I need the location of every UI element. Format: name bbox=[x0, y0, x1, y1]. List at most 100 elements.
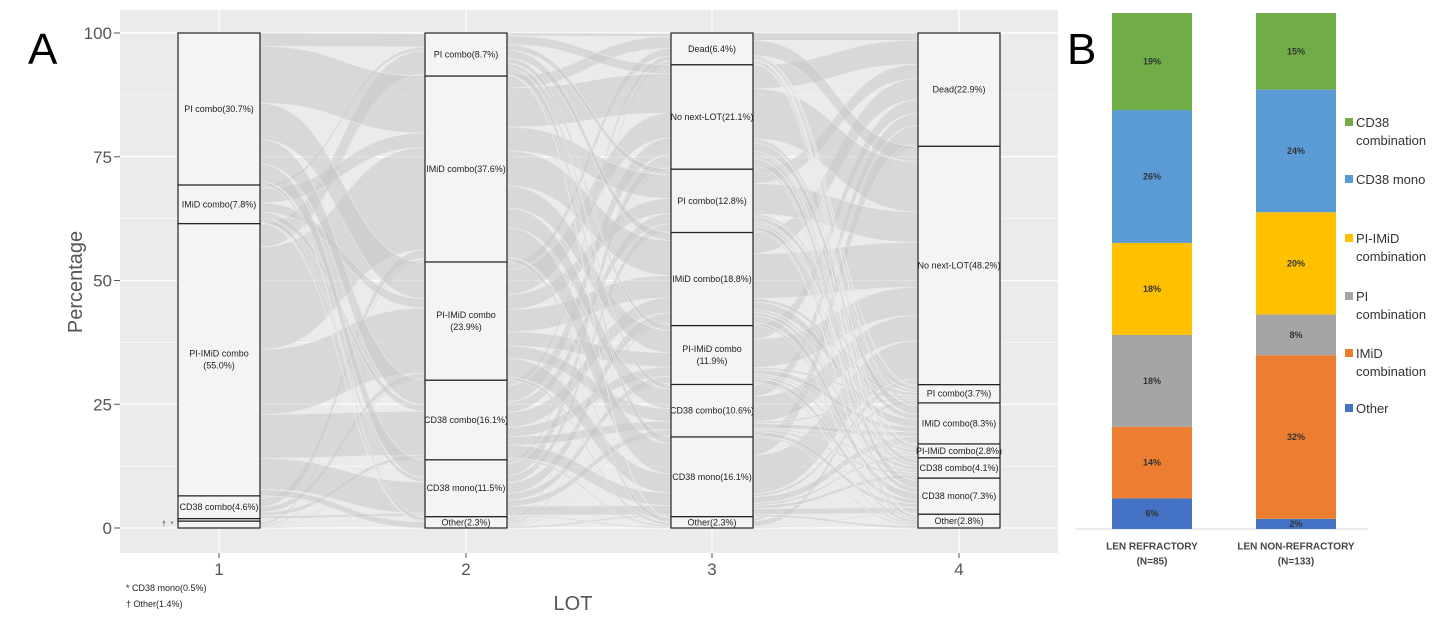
bar-stack: 6% 14% 18% 18% 26% 19% LEN REFRACTORY(N=85) bbox=[1106, 13, 1198, 568]
bar-segment bbox=[1256, 89, 1336, 213]
legend-swatch bbox=[1345, 292, 1353, 300]
segment-box bbox=[424, 261, 508, 381]
flow-ribbon bbox=[506, 32, 672, 37]
bar-segment bbox=[1112, 498, 1192, 529]
legend-label: Other bbox=[1356, 401, 1389, 416]
bar-data-label: 24% bbox=[1287, 146, 1305, 156]
flows bbox=[259, 32, 919, 529]
bar-segment bbox=[1256, 314, 1336, 356]
bar-data-label: 20% bbox=[1287, 258, 1305, 268]
bar-segment bbox=[1112, 13, 1192, 111]
segment-label: Other(2.3%) bbox=[441, 517, 490, 527]
lot-columns: † * CD38 combo(4.6%) PI-IMiD combo(55.0%) IM… bbox=[162, 32, 1002, 529]
lot-column-3: Other(2.3%)CD38 mono(16.1%)CD38 combo(10… bbox=[670, 32, 754, 529]
bar-data-label: 8% bbox=[1289, 330, 1302, 340]
legend-swatch bbox=[1345, 234, 1353, 242]
panel-a-alluvial: † * CD38 combo(4.6%) PI-IMiD combo(55.0%) IM… bbox=[28, 10, 1058, 615]
x-axis-label: LOT bbox=[554, 593, 593, 615]
segment-box bbox=[424, 379, 508, 461]
bar-data-label: 6% bbox=[1145, 509, 1158, 519]
bar-stack: 2%32%8%20%24%15%LEN NON-REFRACTORY(N=133… bbox=[1237, 13, 1355, 568]
x-tick-label: 1 bbox=[214, 560, 223, 579]
segment-box bbox=[670, 231, 754, 327]
segment-box bbox=[424, 459, 508, 518]
segment-marker: † bbox=[162, 521, 166, 528]
segment-box bbox=[424, 75, 508, 263]
y-tick-label: 25 bbox=[93, 395, 112, 414]
segment-box bbox=[670, 436, 754, 518]
flow-ribbon bbox=[752, 32, 919, 41]
segment-label: CD38 combo(4.1%) bbox=[919, 463, 998, 473]
segment-box bbox=[177, 222, 261, 497]
panel-b-stacked-bar: B 6%14%18%18%26%19%LEN REFRACTORY(N=85)2… bbox=[1067, 13, 1426, 568]
segment-marker: * bbox=[171, 521, 174, 528]
bar-data-label: 26% bbox=[1143, 171, 1161, 181]
segment-box bbox=[670, 32, 754, 66]
segment-label: CD38 combo(4.6%) bbox=[179, 502, 258, 512]
segment-label: PI-IMiD combo(55.0%) bbox=[189, 349, 249, 371]
x-category-label: LEN NON-REFRACTORY(N=133) bbox=[1237, 542, 1355, 568]
lot-column-1: †*CD38 combo(4.6%)PI-IMiD combo(55.0%)IM… bbox=[162, 32, 261, 529]
x-tick-label: 4 bbox=[954, 560, 963, 579]
segment-box bbox=[177, 184, 261, 225]
bar-segment bbox=[1256, 13, 1336, 90]
segment-label: CD38 combo(16.1%) bbox=[424, 415, 508, 425]
bar-data-label: 2% bbox=[1289, 519, 1302, 529]
legend-label: CD38 mono bbox=[1356, 172, 1425, 187]
bar-data-label: 14% bbox=[1143, 458, 1161, 468]
segment-label: PI combo(3.7%) bbox=[927, 389, 992, 399]
legend-swatch bbox=[1345, 175, 1353, 183]
segment-label: PI-IMiD combo(2.8%) bbox=[916, 446, 1002, 456]
bar-segment bbox=[1256, 355, 1336, 519]
bar-segment bbox=[1112, 242, 1192, 335]
segment-label: IMiD combo(8.3%) bbox=[922, 418, 997, 428]
bar-data-label: 18% bbox=[1143, 284, 1161, 294]
legend-swatch bbox=[1345, 118, 1353, 126]
segment-label: No next-LOT(48.2%) bbox=[917, 260, 1000, 270]
y-axis-label: Percentage bbox=[65, 231, 87, 333]
segment-box bbox=[917, 145, 1001, 386]
x-category-label: LEN REFRACTORY(N=85) bbox=[1106, 542, 1198, 568]
y-tick-label: 50 bbox=[93, 272, 112, 291]
legend-swatch bbox=[1345, 349, 1353, 357]
segment-box bbox=[424, 32, 508, 77]
y-tick-label: 75 bbox=[93, 148, 112, 167]
segment-label: Other(2.3%) bbox=[687, 517, 736, 527]
panel-label-a: A bbox=[28, 25, 58, 74]
y-tick-label: 100 bbox=[84, 24, 112, 43]
segment-box bbox=[177, 520, 261, 529]
segment-box bbox=[670, 168, 754, 234]
segment-box bbox=[670, 64, 754, 170]
segment-label: CD38 mono(11.5%) bbox=[427, 483, 506, 493]
lot-column-4: Other(2.8%)CD38 mono(7.3%)CD38 combo(4.1… bbox=[916, 32, 1002, 529]
bar-segment bbox=[1112, 426, 1192, 499]
bar-segment bbox=[1112, 334, 1192, 427]
segment-label: PI combo(12.8%) bbox=[677, 196, 747, 206]
segment-box bbox=[177, 32, 261, 186]
segment-label: Dead(6.4%) bbox=[688, 44, 736, 54]
bar-data-label: 15% bbox=[1287, 46, 1305, 56]
footnote-cd38-mono: * CD38 mono(0.5%) bbox=[126, 583, 207, 593]
x-tick-label: 2 bbox=[461, 560, 470, 579]
bar-data-label: 19% bbox=[1143, 57, 1161, 67]
bars: 6%14%18%18%26%19%LEN REFRACTORY(N=85)2%3… bbox=[1106, 13, 1355, 568]
bar-segment bbox=[1112, 110, 1192, 243]
segment-label: PI combo(30.7%) bbox=[184, 104, 254, 114]
segment-label: PI-IMiD combo(11.9%) bbox=[682, 344, 742, 366]
bar-segment bbox=[1256, 518, 1336, 529]
segment-label: No next-LOT(21.1%) bbox=[670, 112, 753, 122]
segment-label: Other(2.8%) bbox=[934, 516, 983, 526]
lot-column-2: Other(2.3%) CD38 mono(11.5%) CD38 combo(16… bbox=[424, 32, 508, 529]
segment-label: CD38 combo(10.6%) bbox=[670, 406, 754, 416]
x-tick-label: 3 bbox=[707, 560, 716, 579]
bar-data-label: 18% bbox=[1143, 376, 1161, 386]
segment-label: PI-IMiD combo(23.9%) bbox=[436, 310, 496, 332]
flow-ribbon bbox=[259, 32, 426, 48]
